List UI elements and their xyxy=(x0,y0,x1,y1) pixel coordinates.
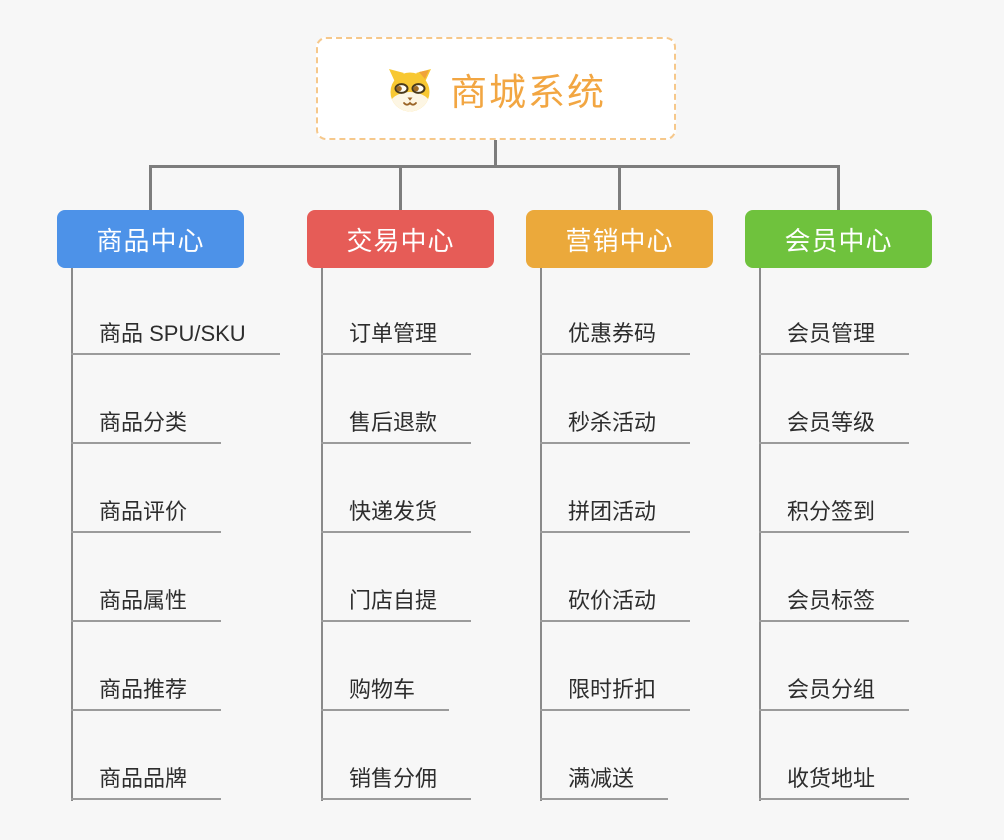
leaf-topic[interactable]: 购物车 xyxy=(321,671,450,711)
leaf-topic[interactable]: 会员分组 xyxy=(759,671,910,711)
branch-topic-label: 交易中心 xyxy=(346,225,455,256)
leaf-topic[interactable]: 快递发货 xyxy=(321,493,472,533)
leaf-topic[interactable]: 满减送 xyxy=(540,760,669,800)
leaf-topic[interactable]: 商品推荐 xyxy=(71,671,222,711)
column-trunk-connector xyxy=(759,268,761,801)
branch-topic-member-center[interactable]: 会员中心 xyxy=(745,210,932,268)
column-trunk-connector xyxy=(71,268,73,801)
leaf-topic[interactable]: 商品品牌 xyxy=(71,760,222,800)
root-topic[interactable]: 商城系统 xyxy=(316,37,676,140)
leaf-topic[interactable]: 会员标签 xyxy=(759,582,910,622)
branch-rail-connector xyxy=(149,165,840,168)
leaf-topic[interactable]: 商品分类 xyxy=(71,404,222,444)
branch-drop-connector xyxy=(399,165,402,210)
leaf-topic[interactable]: 销售分佣 xyxy=(321,760,472,800)
leaf-topic[interactable]: 售后退款 xyxy=(321,404,472,444)
leaf-topic[interactable]: 门店自提 xyxy=(321,582,472,622)
column-trunk-connector xyxy=(321,268,323,801)
leaf-topic[interactable]: 秒杀活动 xyxy=(540,404,691,444)
leaf-topic[interactable]: 拼团活动 xyxy=(540,493,691,533)
leaf-topic[interactable]: 商品 SPU/SKU xyxy=(71,315,280,355)
branch-drop-connector xyxy=(618,165,621,210)
leaf-topic[interactable]: 收货地址 xyxy=(759,760,910,800)
branch-topic-label: 会员中心 xyxy=(784,225,893,256)
root-topic-label: 商城系统 xyxy=(450,71,606,113)
branch-drop-connector xyxy=(149,165,152,210)
root-stem-connector xyxy=(494,139,497,168)
leaf-topic[interactable]: 限时折扣 xyxy=(540,671,691,711)
leaf-topic[interactable]: 优惠券码 xyxy=(540,315,691,355)
leaf-topic[interactable]: 积分签到 xyxy=(759,493,910,533)
branch-drop-connector xyxy=(837,165,840,210)
leaf-topic[interactable]: 会员管理 xyxy=(759,315,910,355)
leaf-topic[interactable]: 商品评价 xyxy=(71,493,222,533)
branch-topic-product-center[interactable]: 商品中心 xyxy=(57,210,244,268)
branch-topic-label: 商品中心 xyxy=(96,225,205,256)
branch-topic-label: 营销中心 xyxy=(565,225,674,256)
leaf-topic[interactable]: 会员等级 xyxy=(759,404,910,444)
dog-face-icon xyxy=(389,68,431,111)
leaf-topic[interactable]: 砍价活动 xyxy=(540,582,691,622)
leaf-topic[interactable]: 商品属性 xyxy=(71,582,222,622)
column-trunk-connector xyxy=(540,268,542,801)
leaf-topic[interactable]: 订单管理 xyxy=(321,315,472,355)
branch-topic-marketing-center[interactable]: 营销中心 xyxy=(526,210,713,268)
branch-topic-trade-center[interactable]: 交易中心 xyxy=(307,210,494,268)
